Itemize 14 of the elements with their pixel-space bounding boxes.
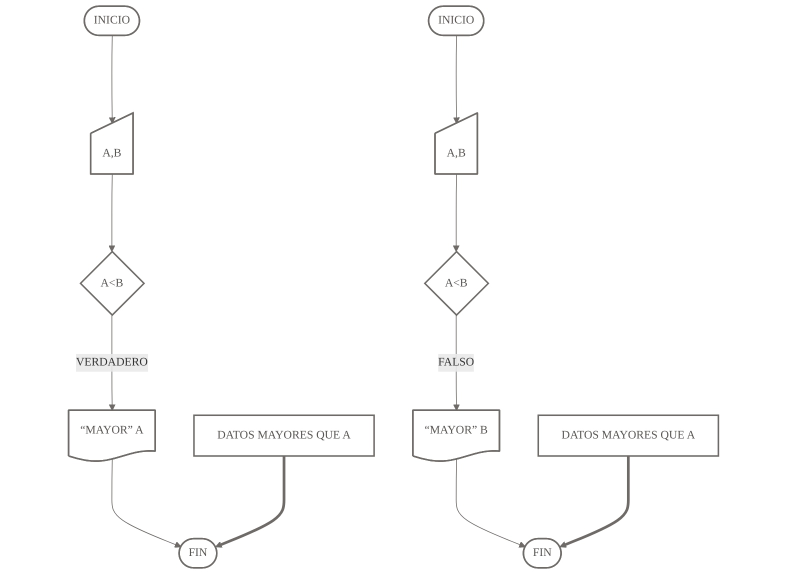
arrow (560, 456, 630, 548)
arrow (452, 174, 460, 252)
node-diamond: A<B (79, 250, 146, 316)
arrow (108, 35, 116, 124)
edge-label: VERDADERO (76, 356, 148, 369)
arrow (108, 174, 116, 252)
arrow (215, 456, 286, 548)
node-box: DATOS MAYORES QUE A (193, 414, 375, 457)
arrow (112, 459, 182, 548)
arrow (456, 459, 526, 548)
node-diamond: A<B (424, 250, 490, 316)
arrow (453, 35, 460, 124)
node-box: DATOS MAYORES QUE A (538, 414, 720, 457)
edge-label: FALSO (438, 356, 474, 369)
